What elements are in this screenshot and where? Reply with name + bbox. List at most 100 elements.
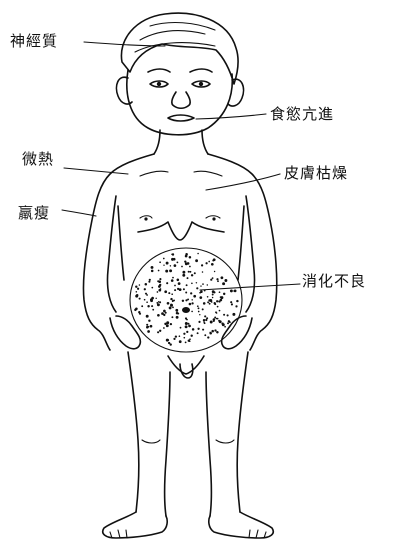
left-leg-outer [127, 351, 140, 513]
stipple-dot [197, 252, 199, 255]
stipple-dot [166, 321, 170, 325]
stipple-dot [197, 327, 200, 330]
stipple-dot [138, 297, 141, 300]
label-nervous: 神經質 [10, 32, 59, 50]
stipple-dot [171, 253, 173, 255]
stipple-dot [197, 307, 200, 310]
stipple-dot [156, 302, 159, 304]
stipple-dot [229, 289, 233, 293]
stipple-dot [191, 310, 193, 313]
stipple-dot [202, 302, 206, 305]
stipple-dot [202, 283, 204, 285]
stipple-dot [146, 294, 148, 296]
stipple-dot [169, 343, 172, 346]
stipple-dot [165, 338, 169, 342]
stipple-dot [145, 314, 149, 318]
pointer-appetite [195, 113, 267, 120]
stipple-dot [172, 276, 174, 279]
stipple-dot [174, 289, 177, 292]
stipple-dot [221, 323, 225, 327]
left-ear [115, 76, 133, 105]
stipple-dot [169, 265, 172, 267]
stipple-dot [202, 328, 205, 331]
groin [167, 355, 205, 375]
genital [179, 363, 194, 379]
toes [109, 529, 267, 539]
stipple-dot [174, 335, 178, 338]
stipple-dot [216, 278, 219, 281]
right-hand [220, 315, 253, 350]
stipple-dot [232, 312, 236, 316]
stipple-dot [183, 336, 186, 339]
stipple-dot [150, 265, 154, 269]
stipple-dot [151, 296, 154, 300]
stipple-dot [173, 337, 176, 341]
pointer-skin [205, 173, 281, 191]
stipple-dot [195, 282, 198, 284]
stipple-dot [209, 299, 213, 302]
stipple-dot [169, 322, 173, 326]
stipple-dot [144, 283, 148, 286]
right-ear [227, 78, 245, 107]
stipple-dot [146, 323, 149, 326]
stipple-dot [200, 290, 203, 293]
rib-line [137, 221, 225, 241]
abdomen-outline [129, 247, 243, 353]
stipple-dot [218, 320, 222, 324]
stipple-dot [188, 302, 192, 306]
stipple-dot [161, 312, 164, 315]
stipple-dot [146, 301, 148, 303]
stipple-dot [185, 299, 188, 302]
stipple-dot [193, 272, 196, 275]
stipple-dot [175, 311, 179, 315]
stipple-dot [191, 299, 193, 301]
right-leg-inner [205, 371, 213, 517]
stipple-dot [211, 290, 215, 294]
stipple-dot [206, 296, 209, 298]
inner-arm-left [106, 195, 117, 313]
stipple-dot [193, 294, 197, 298]
left-pupil [156, 81, 162, 87]
stipple-dot [159, 329, 162, 332]
stipple-dot [196, 332, 199, 335]
stipple-dot [149, 324, 153, 328]
stipple-dot [231, 303, 233, 305]
stipple-dot [182, 288, 185, 291]
stipple-dot [141, 305, 144, 308]
knees [141, 439, 235, 444]
stipple-dot [164, 311, 167, 314]
stipple-dot [170, 279, 174, 282]
left-hand [109, 315, 142, 350]
stipple-dot [187, 322, 190, 325]
stipple-dot [167, 341, 171, 345]
stipple-dot [178, 340, 182, 344]
abdomen-dots [134, 252, 239, 346]
stipple-dot [188, 325, 191, 328]
stipple-dot [164, 290, 168, 294]
stipple-dot [186, 330, 189, 334]
stipple-dot [205, 318, 208, 322]
stipple-dot [185, 291, 188, 294]
stipple-dot [171, 300, 174, 303]
stipple-dot [175, 315, 179, 319]
stipple-dot [211, 329, 214, 333]
left-eye [149, 80, 169, 88]
neck [153, 129, 209, 155]
stipple-dot [196, 287, 199, 290]
stipple-dot [191, 302, 194, 305]
stipple-dot [184, 325, 188, 329]
stipple-dot [165, 269, 169, 273]
nose [171, 91, 191, 110]
stipple-dot [186, 262, 190, 265]
pointer-nervous [83, 41, 166, 47]
mouth [167, 114, 195, 122]
clavicle [139, 170, 223, 177]
stipple-dot [157, 313, 160, 317]
stipple-dot [184, 341, 187, 344]
stipple-dot [164, 322, 167, 326]
stipple-dot [150, 299, 153, 302]
stipple-dot [190, 274, 194, 277]
stipple-dot [177, 287, 180, 290]
stipple-dot [159, 278, 162, 281]
